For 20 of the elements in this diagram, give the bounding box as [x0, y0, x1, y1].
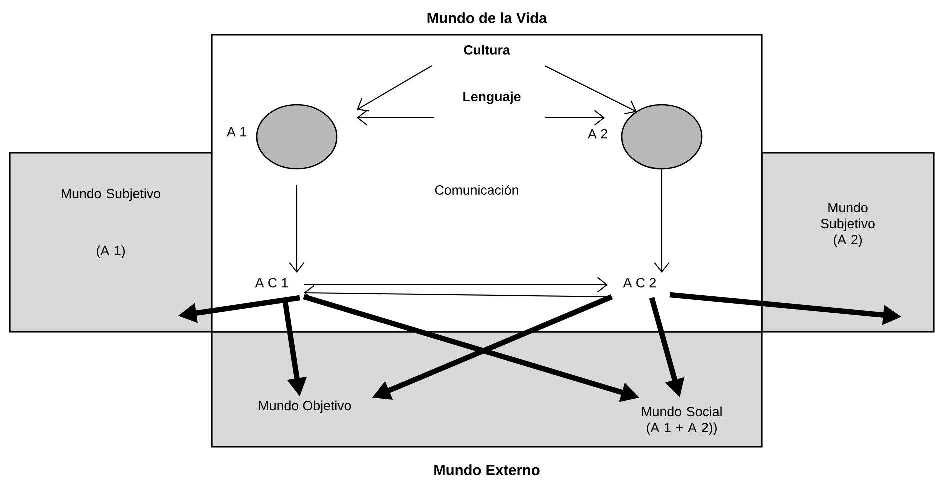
node-text: A C 2: [623, 278, 656, 288]
diagram-label: Comunicación: [435, 185, 518, 195]
arrow: [289, 185, 305, 273]
world-box: Mundo Subjetivo (A 2): [761, 152, 935, 333]
agent-label: A 2: [588, 129, 608, 139]
node-label: Mundo Externo: [434, 464, 540, 476]
arrow: [654, 168, 670, 273]
arrow: [357, 110, 434, 126]
node-text: Mundo Social (A 1 + A 2)): [642, 406, 722, 436]
arrow: [304, 277, 608, 293]
arrow: [357, 66, 432, 112]
node-text: Lenguaje: [464, 92, 521, 104]
node-text: Cultura: [464, 45, 510, 55]
world-box: Mundo Subjetivo (A 1): [9, 152, 213, 333]
node-text: A C 1: [255, 278, 288, 288]
arrow: [544, 66, 637, 115]
agent-label: A 1: [227, 127, 246, 137]
node-label: Mundo de la Vida: [428, 12, 548, 24]
node-text: Mundo Objetivo: [259, 400, 352, 414]
arrow: [545, 110, 605, 126]
